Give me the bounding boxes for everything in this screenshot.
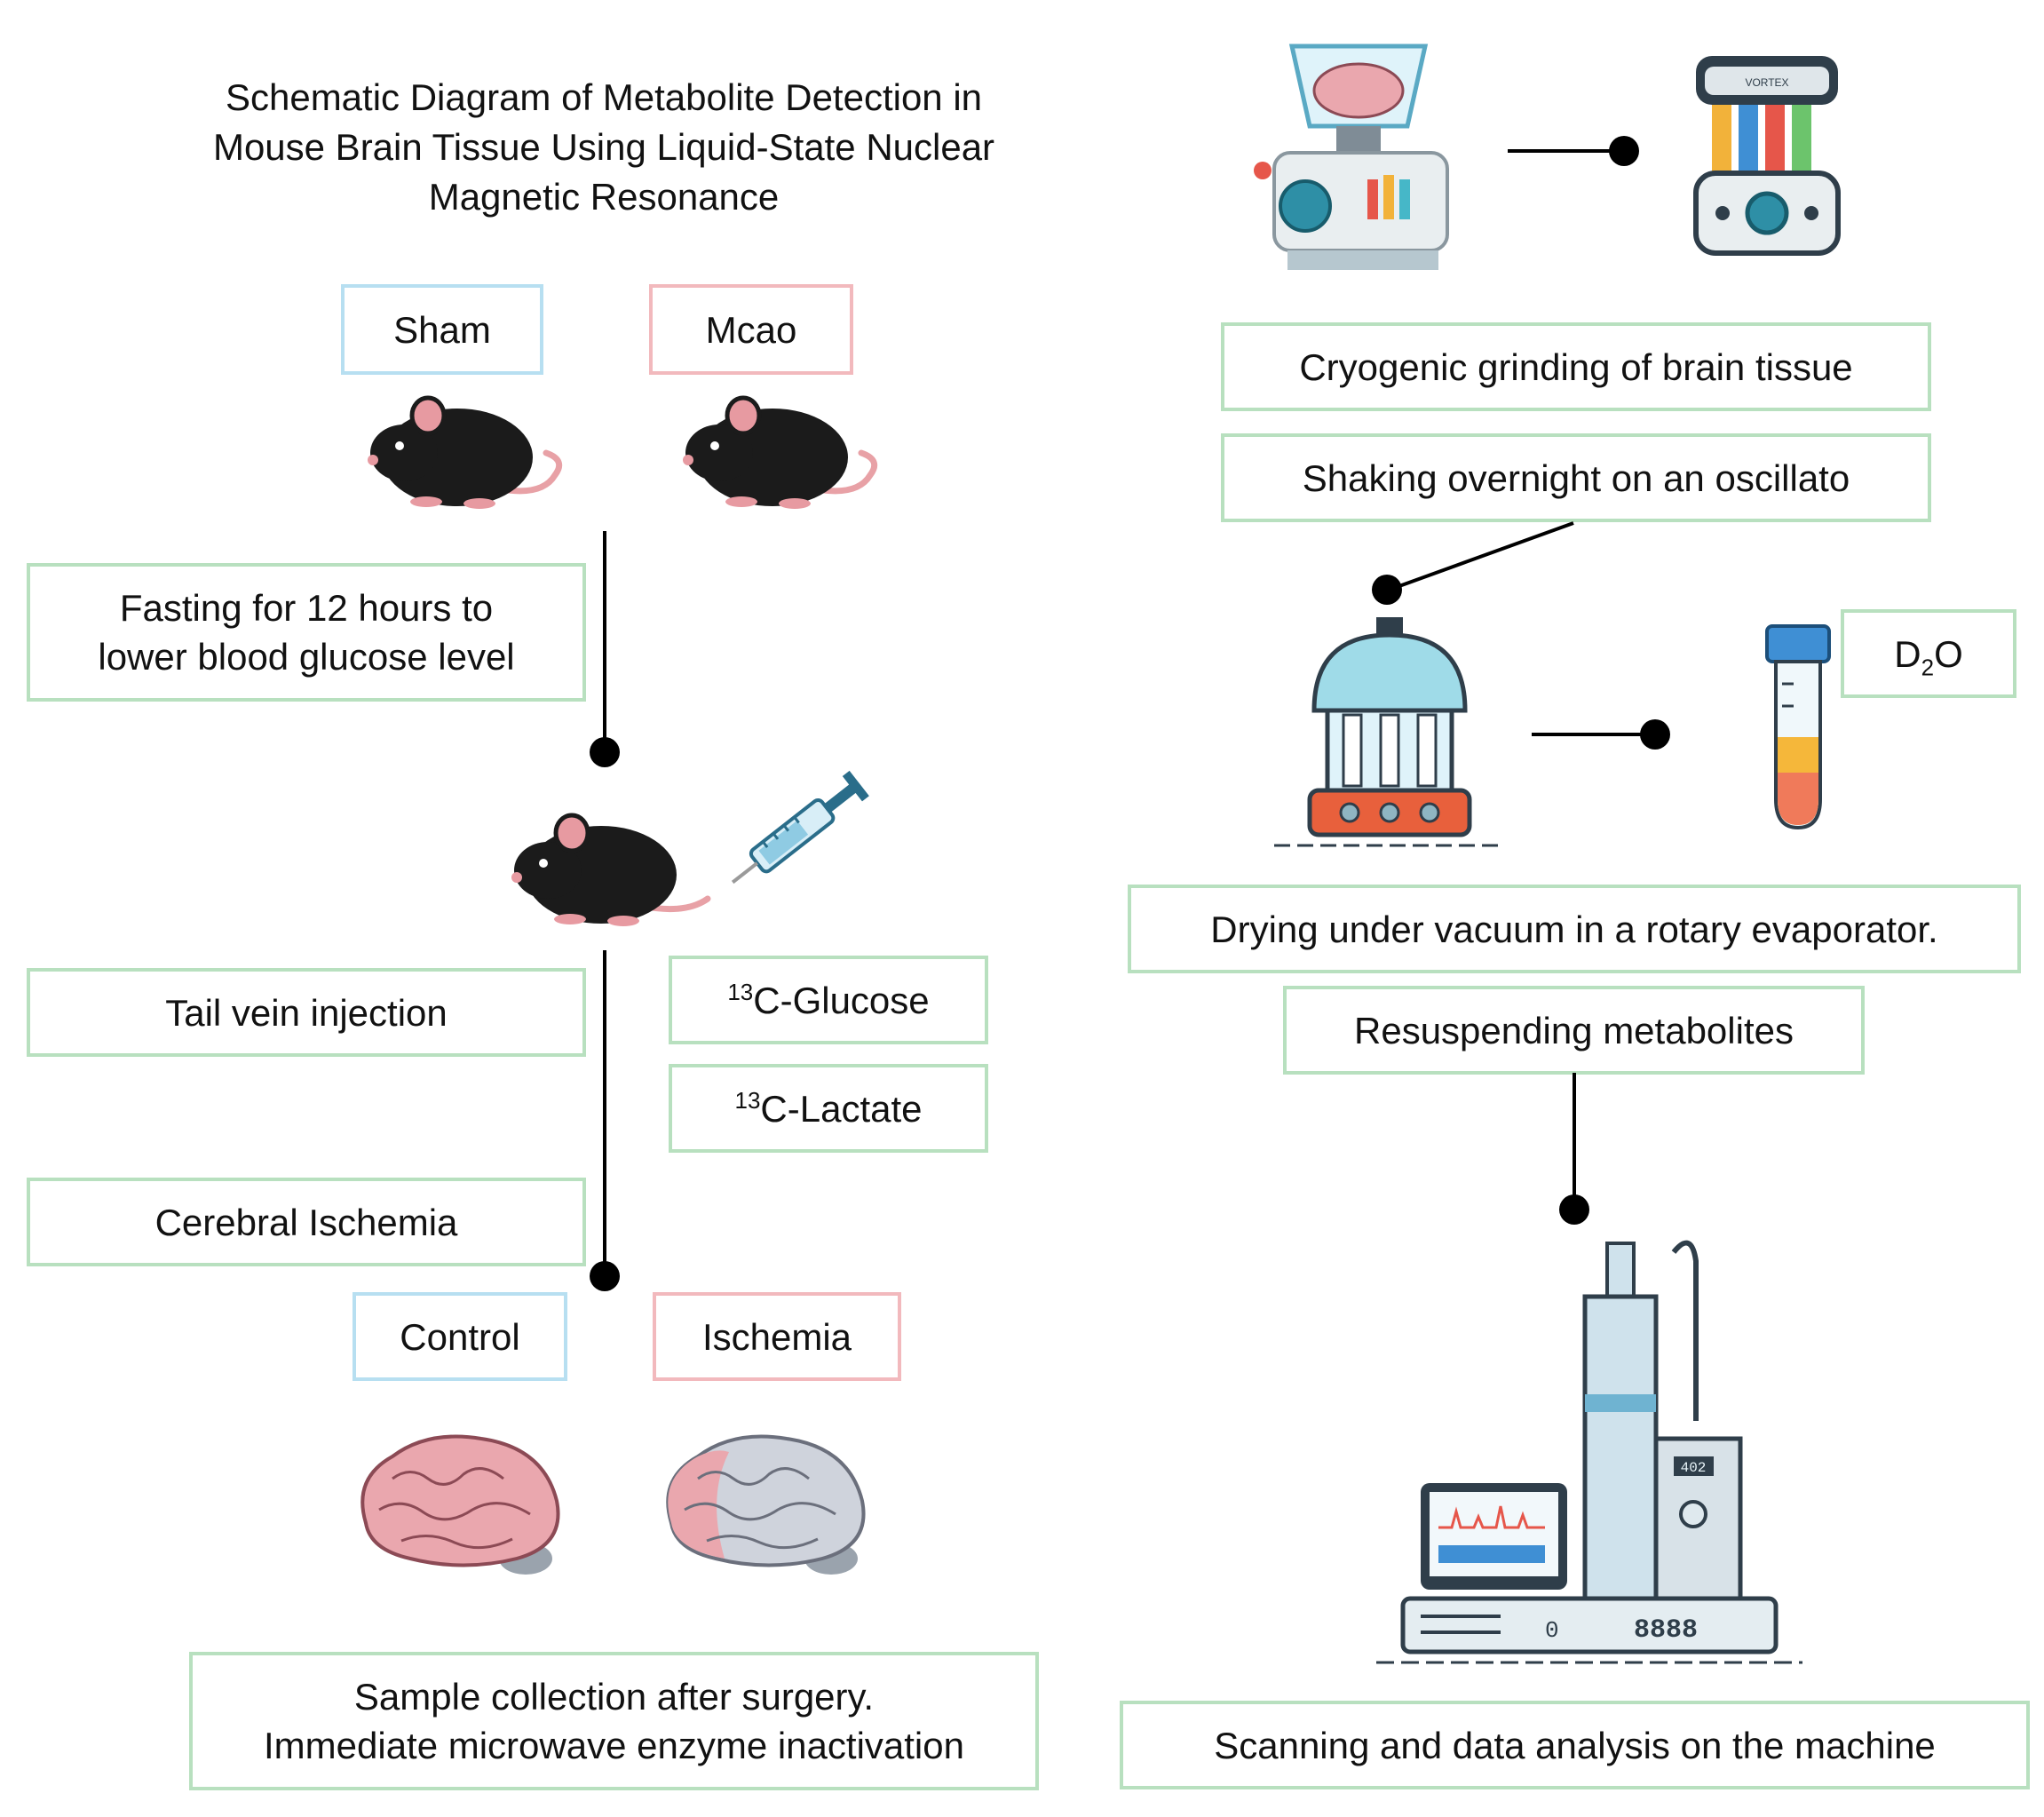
diagram-title: Schematic Diagram of Metabolite Detectio… [124, 73, 1083, 222]
sample-line-2: Immediate microwave enzyme inactivation [264, 1725, 964, 1766]
connector-dot [590, 1261, 620, 1291]
connector-line [1532, 733, 1647, 736]
title-line-2: Mouse Brain Tissue Using Liquid-State Nu… [212, 126, 995, 168]
connector-dot [1559, 1194, 1589, 1225]
connector-dot [1372, 575, 1402, 605]
nmr-zero-readout: 0 [1545, 1617, 1559, 1644]
d2o-o: O [1934, 632, 1963, 675]
connector-dot [590, 737, 620, 767]
lactate-isotope: 13 [734, 1086, 761, 1114]
mouse-icon [368, 395, 563, 509]
d2o-subscript: 2 [1921, 653, 1935, 680]
brain-icon [666, 1434, 866, 1575]
glucose-label: C-Glucose [753, 979, 930, 1021]
fasting-line-2: lower blood glucose level [98, 636, 515, 678]
brain-icon [360, 1434, 560, 1575]
d2o-d: D [1894, 632, 1921, 675]
connector-line [603, 531, 606, 751]
title-line-1: Schematic Diagram of Metabolite Detectio… [225, 76, 983, 118]
resuspending-step: Resuspending metabolites [1283, 986, 1865, 1075]
test-tube-icon [1765, 624, 1831, 830]
glucose-isotope: 13 [727, 978, 754, 1005]
lactate-label: C-Lactate [760, 1087, 923, 1130]
syringe-icon [731, 770, 869, 885]
mouse-icon [511, 813, 711, 926]
sample-line-1: Sample collection after surgery. [353, 1676, 875, 1718]
ischemia-label: Ischemia [653, 1292, 901, 1381]
drying-step: Drying under vacuum in a rotary evaporat… [1128, 885, 2021, 973]
sample-collection-step: Sample collection after surgery. Immedia… [189, 1652, 1039, 1790]
title-line-3: Magnetic Resonance [428, 176, 780, 218]
cerebral-ischemia-step: Cerebral Ischemia [27, 1178, 586, 1266]
nmr-display-readout: 402 [1681, 1460, 1707, 1476]
tail-vein-step: Tail vein injection [27, 968, 586, 1057]
fasting-line-1: Fasting for 12 hours to [119, 587, 494, 629]
nmr-digit-readout: 8888 [1634, 1615, 1698, 1646]
vortex-mixer-icon: VORTEX [1693, 56, 1841, 256]
grinder-icon [1254, 44, 1449, 270]
scanning-step: Scanning and data analysis on the machin… [1120, 1701, 2030, 1789]
rotary-evaporator-icon [1274, 617, 1505, 847]
d2o-label: D2O [1841, 609, 2016, 698]
shaking-step: Shaking overnight on an oscillato [1221, 433, 1931, 522]
connector-line [603, 950, 606, 1279]
sham-label: Sham [341, 284, 543, 375]
control-label: Control [353, 1292, 567, 1381]
cryogenic-grinding-step: Cryogenic grinding of brain tissue [1221, 322, 1931, 411]
fasting-step: Fasting for 12 hours to lower blood gluc… [27, 563, 586, 702]
mcao-label: Mcao [649, 284, 853, 375]
connector-dot [1640, 719, 1670, 750]
glucose-tracer: 13C-Glucose [669, 956, 988, 1044]
connector-line [1508, 149, 1623, 153]
nmr-spectrometer-icon: 402 0 8888 [1376, 1240, 1802, 1664]
vortex-brand-label: VORTEX [1745, 76, 1788, 89]
mouse-icon [683, 395, 878, 509]
lactate-tracer: 13C-Lactate [669, 1064, 988, 1153]
connector-line [1573, 1073, 1576, 1202]
connector-dot [1609, 136, 1639, 166]
connector-line [1386, 521, 1574, 592]
